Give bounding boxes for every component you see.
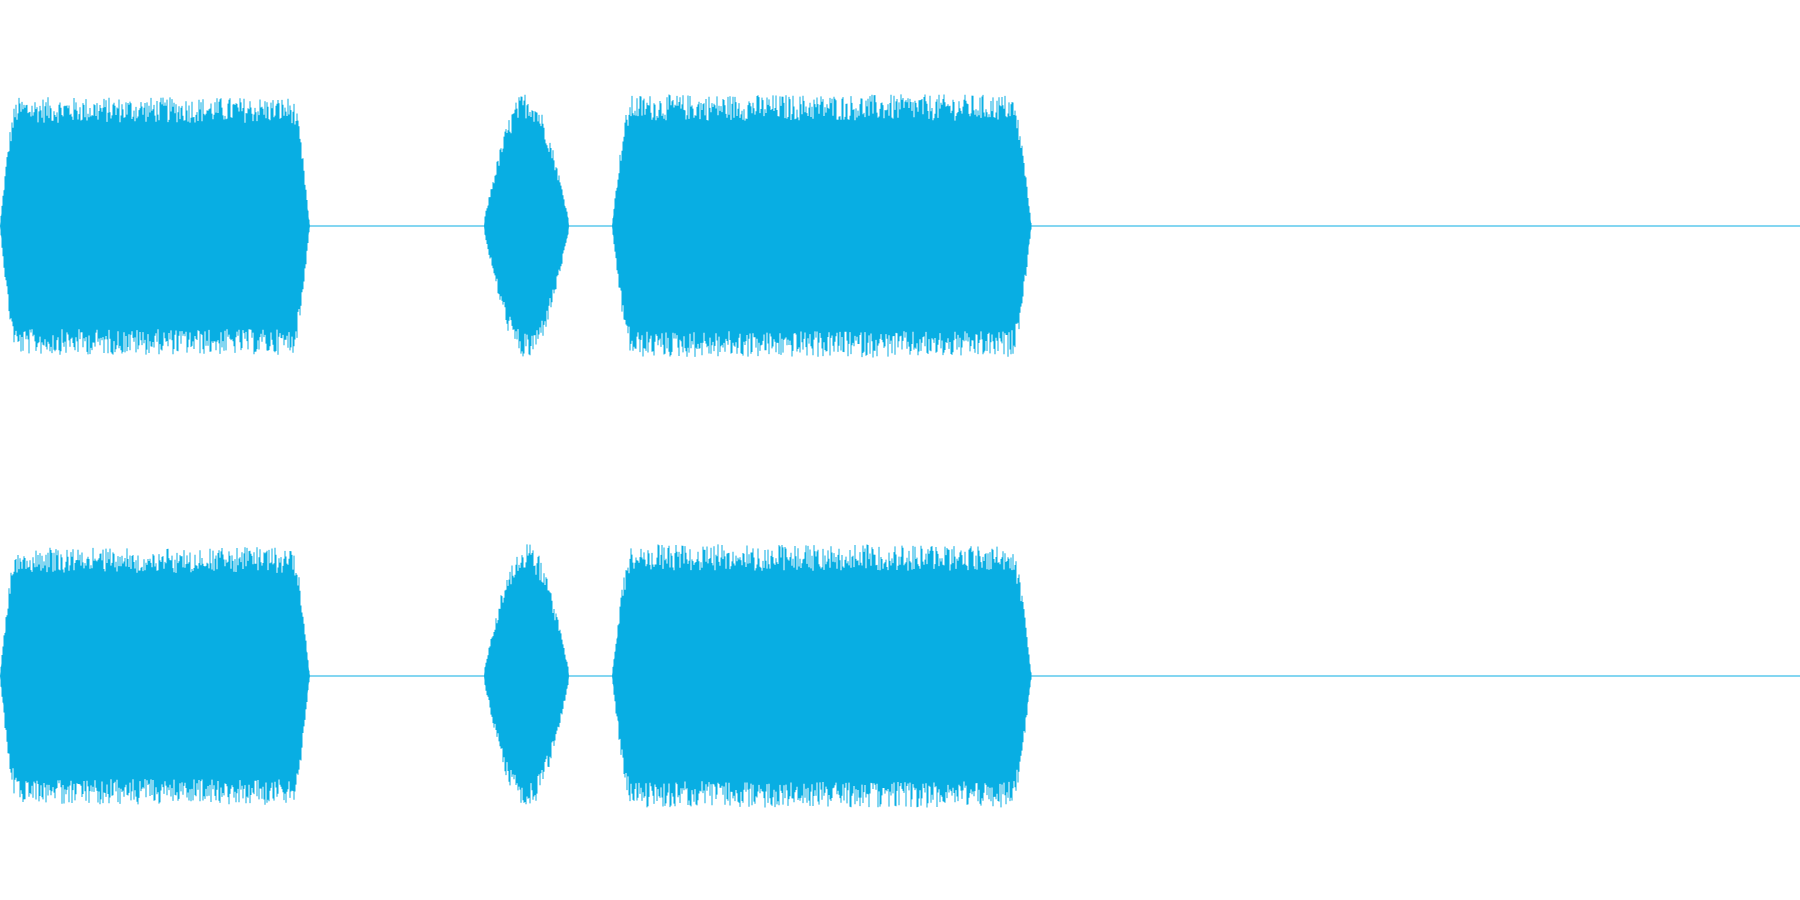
waveform-peaks bbox=[0, 97, 310, 355]
waveform-peaks bbox=[0, 547, 310, 805]
waveform-peaks bbox=[484, 94, 569, 357]
audio-segment-1 bbox=[0, 547, 310, 805]
audio-segment-1 bbox=[0, 97, 310, 355]
waveform-peaks bbox=[612, 94, 1032, 358]
waveform-channel-right bbox=[0, 544, 1800, 808]
waveform-channel-left bbox=[0, 94, 1800, 358]
audio-segment-2 bbox=[484, 94, 569, 357]
audio-segment-3 bbox=[612, 94, 1032, 358]
waveform-peaks bbox=[484, 544, 569, 805]
audio-segment-3 bbox=[612, 544, 1032, 808]
waveform-peaks bbox=[612, 544, 1032, 808]
audio-segment-2 bbox=[484, 544, 569, 805]
